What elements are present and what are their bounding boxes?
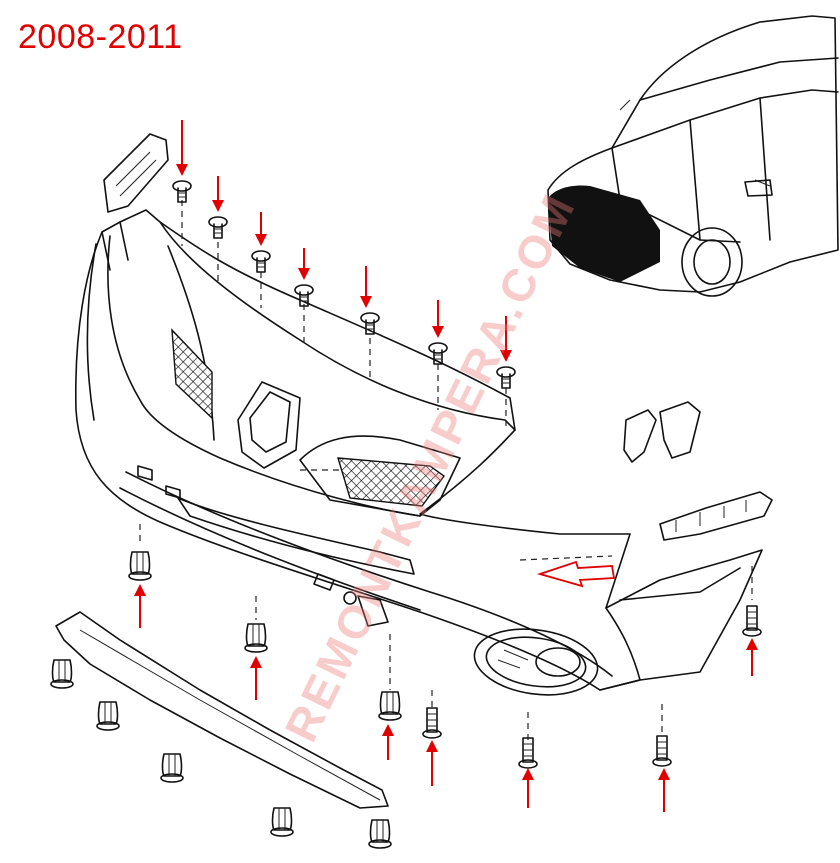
screw: [251, 250, 271, 273]
screw: [172, 180, 192, 203]
fastener-guides: [139, 200, 753, 740]
bumper-highlight: [548, 185, 660, 282]
clip: [378, 691, 402, 721]
screw: [428, 342, 448, 365]
right-bracket-lower: [659, 491, 773, 541]
front-bumper: [74, 209, 763, 696]
push-clips: [50, 551, 402, 849]
top-screws: [172, 180, 516, 389]
screw: [496, 366, 516, 389]
screw: [518, 737, 538, 769]
screw: [652, 735, 672, 767]
lower-screws: [422, 605, 762, 769]
screw: [742, 605, 762, 637]
screw: [208, 216, 228, 239]
screw: [422, 707, 442, 739]
year-range-title: 2008-2011: [18, 18, 183, 56]
car-thumbnail: [547, 15, 839, 297]
red-arrows: [134, 120, 758, 812]
clip: [368, 819, 392, 849]
position-arrow: [536, 560, 616, 588]
screw: [360, 312, 380, 335]
clip: [128, 551, 152, 581]
clip: [244, 623, 268, 653]
clip: [50, 659, 74, 689]
left-bracket: [103, 133, 169, 213]
clip: [270, 807, 294, 837]
clip: [160, 753, 184, 783]
lower-spoiler: [55, 611, 389, 809]
right-bracket-upper: [623, 401, 701, 463]
clip: [96, 701, 120, 731]
screw: [294, 284, 314, 307]
